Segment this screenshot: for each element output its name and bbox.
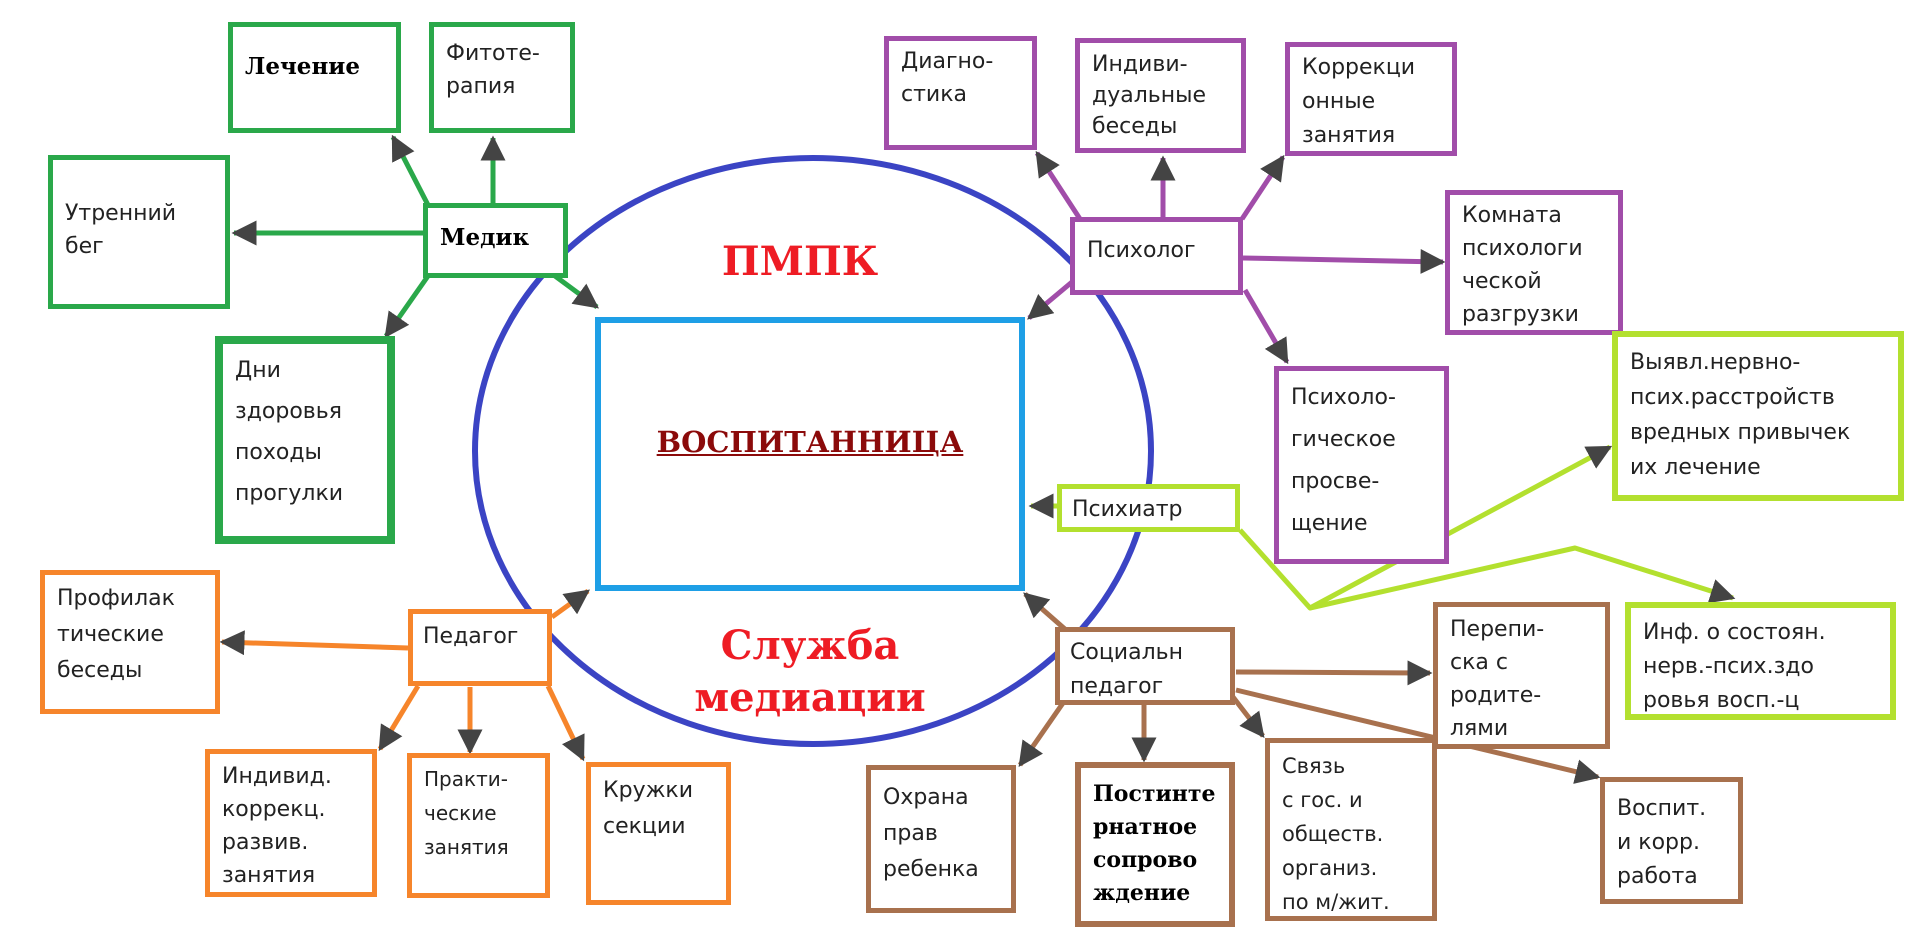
medic-phytotherapy: Фитоте- рапия <box>429 22 575 133</box>
social-parent-letters-label: Перепи- ска с родите- лями <box>1450 617 1545 741</box>
pedagogue-individual-classes: Индивид. коррекц. развив. занятия <box>205 749 377 897</box>
psychologist-to-relief-room-arrow <box>1242 249 1446 275</box>
medic-health-days: Дни здоровья походы прогулки <box>215 336 395 544</box>
medic-to-student-arrow <box>553 273 600 310</box>
pedagogue-clubs: Кружки секции <box>586 762 731 905</box>
social-post-support-label: Постинте рнатное сопрово ждение <box>1093 781 1216 906</box>
psychologist-to-education-arrow <box>1242 288 1290 365</box>
pedagogue-individual-classes-label: Индивид. коррекц. развив. занятия <box>222 764 332 888</box>
psychologist-correction: Коррекци онные занятия <box>1285 42 1457 156</box>
psychiatrist-info: Инф. о состоян. нерв.-псих.здо ровья вос… <box>1625 602 1896 720</box>
medic-health-days-label: Дни здоровья походы прогулки <box>235 358 344 506</box>
social-to-educational-work-arrow <box>1235 687 1601 784</box>
psychologist-hub-label: Психолог <box>1087 238 1196 263</box>
medic-treatment-label: Лечение <box>245 53 360 80</box>
medic-hub-label: Медик <box>440 224 530 251</box>
social-to-parent-letters-arrow <box>1235 660 1433 686</box>
pedagogue-practical-classes-label: Практи- ческие занятия <box>424 767 509 859</box>
student-label: ВОСПИТАННИЦА <box>656 425 964 459</box>
psychiatrist-detection: Выявл.нервно- псих.расстройств вредных п… <box>1612 331 1904 501</box>
psychologist-hub: Психолог <box>1070 217 1243 295</box>
pedagogue-to-individual-arrow <box>377 684 421 752</box>
psychologist-individual-talks-label: Индиви- дуальные беседы <box>1092 52 1207 139</box>
medic-phytotherapy-label: Фитоте- рапия <box>446 41 540 99</box>
psychologist-relief-room-label: Комната психологи ческой разгрузки <box>1462 203 1583 327</box>
medic-morning-run-label: Утренний бег <box>65 201 177 259</box>
psychologist-to-diagnostics-arrow <box>1034 150 1083 221</box>
psychiatrist-detection-label: Выявл.нервно- псих.расстройств вредных п… <box>1630 350 1851 480</box>
social-parent-letters: Перепи- ска с родите- лями <box>1433 602 1610 749</box>
psychologist-to-student-arrow <box>1027 280 1074 320</box>
social-child-rights: Охрана прав ребенка <box>866 765 1016 913</box>
social-child-rights-label: Охрана прав ребенка <box>883 785 979 882</box>
psychiatrist-hub-label: Психиатр <box>1072 497 1183 522</box>
social-to-child-rights-arrow <box>1017 701 1066 768</box>
pedagogue-to-student-arrow <box>550 588 591 620</box>
social-educational-work-label: Воспит. и корр. работа <box>1617 796 1707 889</box>
pedagogue-to-prevention-arrow <box>219 630 409 656</box>
social-to-student-arrow <box>1023 592 1068 632</box>
social-educational-work: Воспит. и корр. работа <box>1600 777 1743 904</box>
medic-to-health-days-arrow <box>383 274 431 339</box>
pedagogue-hub: Педагог <box>408 609 552 686</box>
social-hub-label: Социальн педагог <box>1070 640 1183 699</box>
psychologist-education: Психоло- гическое просве- щение <box>1274 366 1449 564</box>
student-box <box>595 317 1025 591</box>
psychologist-diagnostics: Диагно- стика <box>884 36 1037 150</box>
pedagogue-hub-label: Педагог <box>423 624 519 649</box>
pmpk-circle <box>472 155 1154 747</box>
medic-hub: Медик <box>423 203 568 278</box>
social-hub: Социальн педагог <box>1055 627 1235 705</box>
pedagogue-prevention-talks-label: Профилак тические беседы <box>57 586 175 683</box>
psychologist-diagnostics-label: Диагно- стика <box>901 49 994 107</box>
pedagogue-prevention-talks: Профилак тические беседы <box>40 570 220 714</box>
psychiatrist-hub: Психиатр <box>1057 484 1240 532</box>
pedagogue-practical-classes: Практи- ческие занятия <box>407 753 550 898</box>
medic-to-treatment-arrow <box>390 134 431 207</box>
social-to-public-relations-arrow <box>1231 695 1265 738</box>
psychologist-to-correction-arrow <box>1239 154 1286 221</box>
medic-treatment: Лечение <box>228 22 401 133</box>
psychologist-correction-label: Коррекци онные занятия <box>1302 55 1416 148</box>
pedagogue-to-clubs-arrow <box>545 684 586 762</box>
psychiatrist-to-info-arrow <box>1309 545 1736 611</box>
psychologist-education-label: Психоло- гическое просве- щение <box>1291 385 1396 536</box>
psychologist-individual-talks: Индиви- дуальные беседы <box>1075 38 1246 153</box>
pedagogue-clubs-label: Кружки секции <box>603 778 694 839</box>
psychiatrist-info-label: Инф. о состоян. нерв.-псих.здо ровья вос… <box>1643 620 1826 713</box>
medic-morning-run: Утренний бег <box>48 155 230 309</box>
social-public-relations-label: Связь с гос. и обществ. организ. по м/жи… <box>1282 754 1390 914</box>
social-public-relations: Связь с гос. и обществ. организ. по м/жи… <box>1265 738 1437 921</box>
mediation-label: Служба медиации <box>694 622 926 721</box>
pmpk-label: ПМПК <box>721 238 879 285</box>
psychologist-relief-room: Комната психологи ческой разгрузки <box>1445 190 1623 335</box>
social-post-support: Постинте рнатное сопрово ждение <box>1075 762 1235 927</box>
